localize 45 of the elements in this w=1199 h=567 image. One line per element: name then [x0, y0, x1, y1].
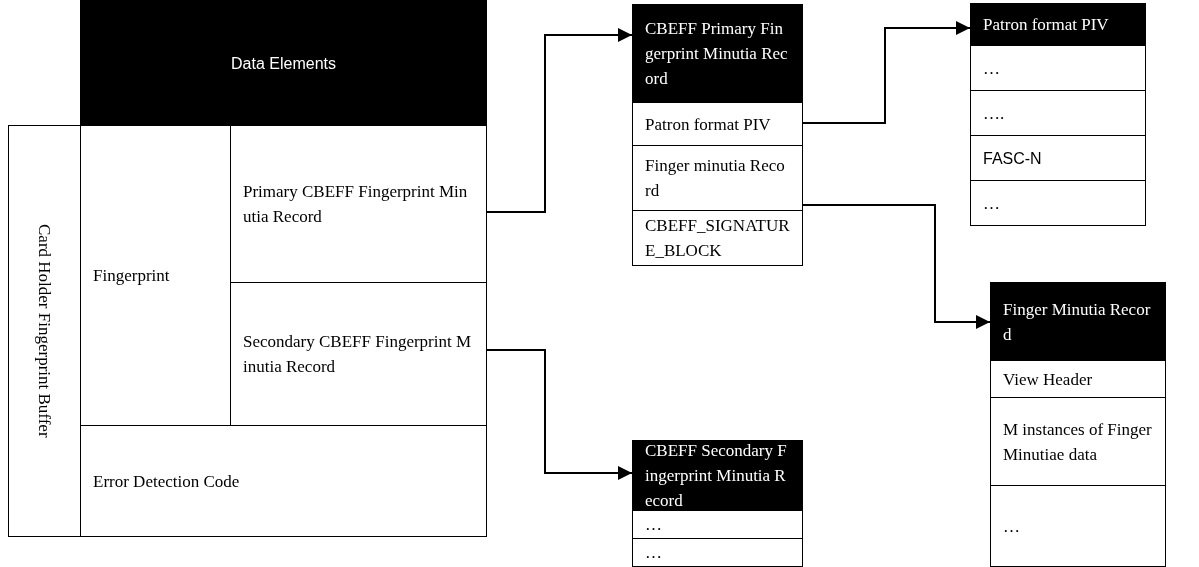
cell-text: … [645, 514, 662, 536]
cell-text: View Header [1003, 368, 1093, 391]
cell-text: FASC-N [983, 148, 1042, 169]
table-cell [970, 180, 1146, 226]
cell-text: … [983, 57, 1000, 80]
header-text: Finger Minutia Record [1003, 298, 1152, 346]
table-cell [632, 538, 803, 567]
cell-text: M instances of Finger Minutiae data [1003, 418, 1153, 466]
table-cell [990, 360, 1166, 398]
table-cell [970, 135, 1146, 181]
cell-text: Secondary CBEFF Fingerprint Minutia Record [243, 331, 473, 378]
cell-text: Fingerprint [93, 265, 170, 287]
header-cell [970, 3, 1146, 46]
table-cell [970, 90, 1146, 136]
header-text: CBEFF Secondary Fingerprint Minutia Record [645, 440, 788, 512]
table-cell [990, 485, 1166, 567]
cell-text: … [1003, 515, 1020, 538]
table-cell [80, 425, 487, 537]
header-cell [990, 282, 1166, 361]
header-text: Patron format PIV [983, 14, 1109, 36]
table-cell [990, 397, 1166, 486]
arrow [486, 28, 633, 213]
header-cell [632, 4, 803, 103]
cell-text: Error Detection Code [93, 470, 240, 493]
table-cell [632, 210, 803, 266]
cell-text: … [645, 542, 662, 564]
header-cell [80, 0, 487, 126]
header-text: CBEFF Primary Fingerprint Minutia Record [645, 18, 789, 90]
arrow [486, 349, 633, 480]
band-cell [8, 125, 81, 537]
arrow [802, 21, 971, 124]
cell-text: Card Holder Fingerprint Buffer [34, 224, 55, 438]
cell-text: Finger minutia Record [645, 155, 786, 202]
cell-text: Patron format PIV [645, 113, 771, 136]
arrow [802, 204, 991, 329]
header-text: Data Elements [231, 53, 336, 74]
table-cell [632, 102, 803, 146]
table-cell [632, 145, 803, 211]
table-cell [632, 510, 803, 539]
cell-text: Primary CBEFF Fingerprint Minutia Record [243, 181, 469, 228]
cell-text: …. [983, 102, 1005, 125]
table-cell [970, 45, 1146, 91]
header-cell [632, 440, 803, 511]
cell-text: CBEFF_SIGNATURE_BLOCK [645, 215, 790, 262]
cell-text: … [983, 192, 1000, 215]
